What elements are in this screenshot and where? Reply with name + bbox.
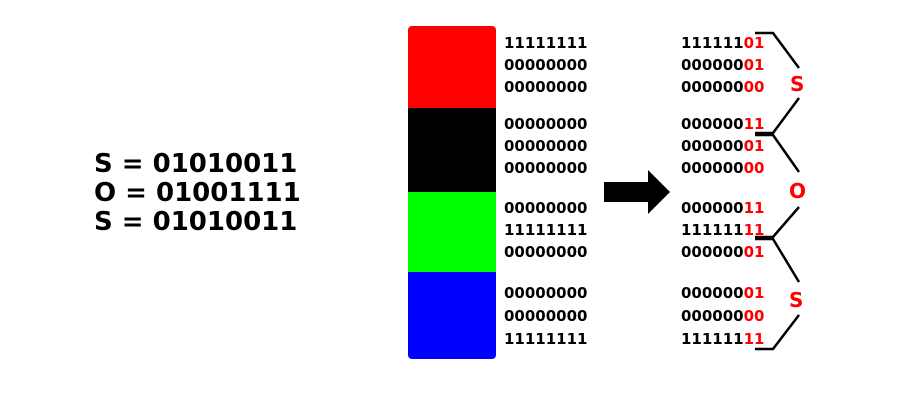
pixel-swatch-blue [408, 272, 496, 359]
original-byte: 00000000 [504, 243, 588, 261]
encoded-byte-low-bits: 01 [743, 56, 765, 74]
encoded-byte-low-bits: 11 [743, 199, 765, 217]
original-byte: 00000000 [504, 307, 588, 325]
encoded-byte-high-bits: 111111 [681, 330, 744, 348]
original-byte: 11111111 [504, 34, 588, 52]
encoded-byte-low-bits: 11 [743, 115, 765, 133]
encoded-byte-low-bits: 01 [743, 243, 765, 261]
encoded-byte: 00000000 [681, 80, 765, 95]
encoded-byte: 11111111 [681, 332, 765, 347]
original-byte: 00000000 [504, 56, 588, 74]
right-arrow-icon [604, 170, 670, 214]
encoded-byte-high-bits: 000000 [681, 243, 744, 261]
original-byte: 00000000 [504, 284, 588, 302]
encoded-byte-low-bits: 11 [743, 221, 765, 239]
legend-line-s1: S = 01010011 [94, 149, 298, 179]
encoded-byte: 00000001 [681, 139, 765, 154]
encoded-byte-low-bits: 11 [743, 330, 765, 348]
encoded-byte-high-bits: 000000 [681, 307, 744, 325]
encoded-byte-high-bits: 000000 [681, 78, 744, 96]
encoded-byte: 00000011 [681, 117, 765, 132]
encoded-byte-high-bits: 000000 [681, 137, 744, 155]
pixel-swatch-black [408, 108, 496, 192]
encoded-byte: 00000001 [681, 286, 765, 301]
message-legend: S = 01010011 O = 01001111 S = 01010011 [94, 150, 301, 237]
encoded-byte-low-bits: 01 [743, 34, 765, 52]
encoded-byte: 00000000 [681, 309, 765, 324]
encoded-byte-high-bits: 111111 [681, 221, 744, 239]
encoded-byte-low-bits: 00 [743, 159, 765, 177]
original-byte: 11111111 [504, 330, 588, 348]
encoded-byte-high-bits: 111111 [681, 34, 744, 52]
encoded-byte-high-bits: 000000 [681, 199, 744, 217]
legend-line-o: O = 01001111 [94, 178, 301, 208]
encoded-byte-high-bits: 000000 [681, 159, 744, 177]
original-byte: 00000000 [504, 78, 588, 96]
encoded-byte: 11111101 [681, 36, 765, 51]
encoded-byte: 00000011 [681, 201, 765, 216]
encoded-byte-low-bits: 01 [743, 284, 765, 302]
decoded-letter-s2: S [789, 288, 804, 312]
encoded-byte-low-bits: 00 [743, 78, 765, 96]
pixel-swatch-red [408, 26, 496, 108]
encoded-byte-low-bits: 01 [743, 137, 765, 155]
decoded-letter-s1: S [790, 72, 805, 96]
encoded-byte: 11111111 [681, 223, 765, 238]
original-byte: 00000000 [504, 115, 588, 133]
original-byte: 00000000 [504, 159, 588, 177]
original-byte: 00000000 [504, 137, 588, 155]
original-byte: 00000000 [504, 199, 588, 217]
encoded-byte: 00000000 [681, 161, 765, 176]
encoded-byte: 00000001 [681, 245, 765, 260]
decoded-letter-o: O [789, 179, 807, 203]
pixel-swatch-green [408, 192, 496, 272]
encoded-byte-high-bits: 000000 [681, 284, 744, 302]
original-byte: 11111111 [504, 221, 588, 239]
legend-line-s2: S = 01010011 [94, 207, 298, 237]
encoded-byte: 00000001 [681, 58, 765, 73]
encoded-byte-high-bits: 000000 [681, 115, 744, 133]
encoded-byte-low-bits: 00 [743, 307, 765, 325]
encoded-byte-high-bits: 000000 [681, 56, 744, 74]
